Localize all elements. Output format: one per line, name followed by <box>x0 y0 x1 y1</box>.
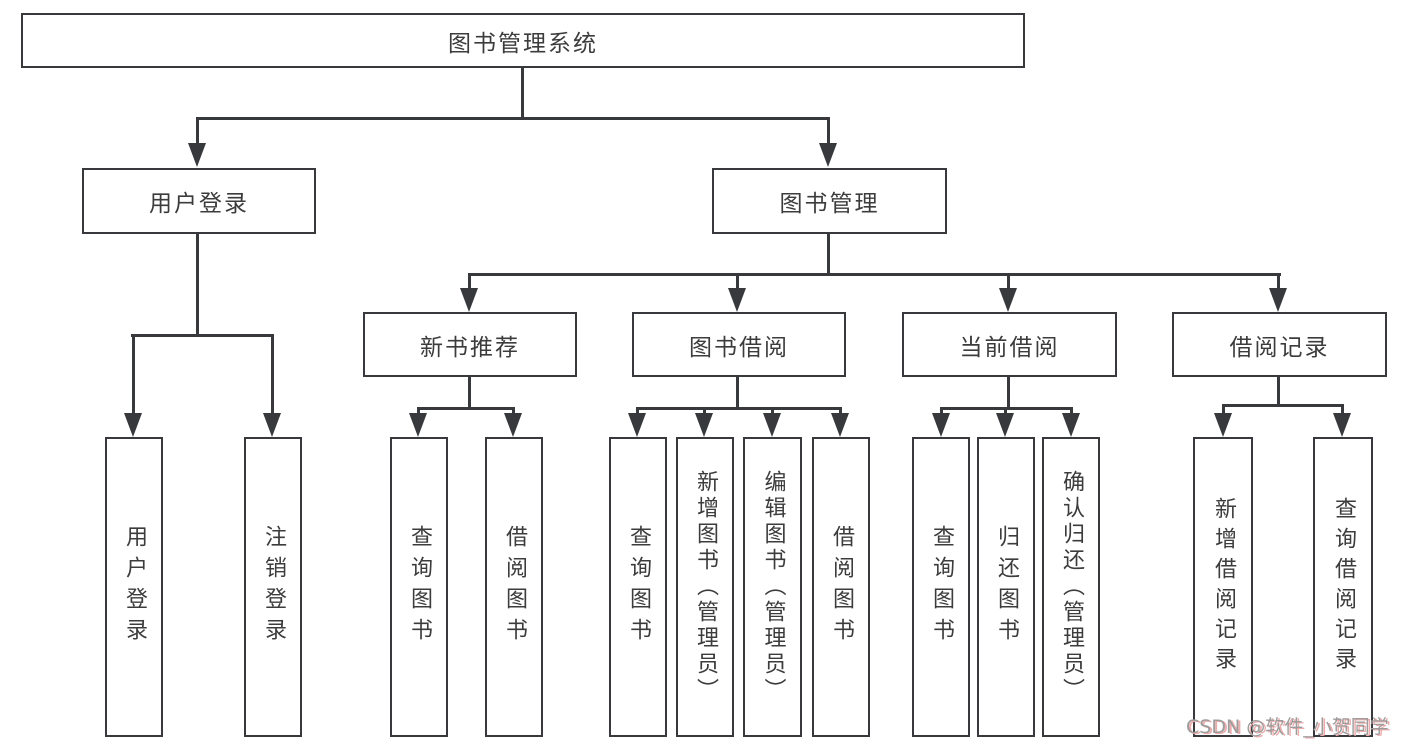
arrowhead-down-icon <box>1062 413 1080 437</box>
watermark: CSDN @软件_小贺同学 <box>1186 716 1389 738</box>
arrowhead-down-icon <box>1269 288 1287 312</box>
arrowhead-down-icon <box>460 288 478 312</box>
branch-line-user-login <box>131 334 274 337</box>
leaf-br-query-record-label: 查询借阅记录 <box>1331 497 1356 677</box>
arrowhead-down-icon <box>409 413 427 437</box>
leaf-nb-borrow-books: 借阅图书 <box>485 437 543 737</box>
leaf-cb-query-books: 查询图书 <box>912 437 970 737</box>
leaf-cb-confirm-return-admin-label: 确认归还（管理员） <box>1059 470 1084 704</box>
connector-to-br-query <box>1341 404 1344 416</box>
connector-to-bb-add <box>703 407 706 416</box>
connector-new-book-stem <box>468 377 471 409</box>
leaf-nb-query-books-label: 查询图书 <box>407 525 432 649</box>
arrowhead-down-icon <box>999 288 1017 312</box>
branch-line-level2 <box>196 117 830 120</box>
connector-to-cb-return <box>1004 407 1007 416</box>
leaf-bb-add-books-admin-label: 新增图书（管理员） <box>693 470 718 704</box>
connector-to-bb-borrow <box>839 407 842 416</box>
node-root-label: 图书管理系统 <box>448 30 598 57</box>
arrowhead-down-icon <box>1214 413 1232 437</box>
connector-to-new-book <box>468 273 471 290</box>
connector-book-management-stem <box>827 233 830 275</box>
node-user-login-label: 用户登录 <box>149 191 249 217</box>
leaf-user-login: 用户登录 <box>105 437 163 737</box>
connector-user-login-stem <box>196 233 199 336</box>
connector-to-leaf-user-login <box>132 334 135 416</box>
leaf-nb-query-books: 查询图书 <box>390 437 448 737</box>
leaf-bb-edit-books-admin-label: 编辑图书（管理员） <box>760 470 786 704</box>
connector-to-borrow-records <box>1277 273 1280 290</box>
leaf-bb-add-books-admin: 新增图书（管理员） <box>676 437 734 737</box>
arrowhead-down-icon <box>932 413 950 437</box>
node-new-book-recommend-label: 新书推荐 <box>420 334 520 361</box>
connector-to-book-management <box>827 117 830 147</box>
arrowhead-down-icon <box>996 413 1014 437</box>
leaf-cb-return-books-label: 归还图书 <box>994 525 1019 649</box>
node-book-borrow: 图书借阅 <box>632 312 846 377</box>
branch-line-borrow-records <box>1222 404 1344 407</box>
leaf-bb-borrow-books-label: 借阅图书 <box>829 525 854 649</box>
leaf-br-query-record: 查询借阅记录 <box>1313 437 1373 737</box>
connector-current-borrow-stem <box>1007 377 1010 409</box>
leaf-bb-query-books-label: 查询图书 <box>626 525 651 649</box>
arrowhead-down-icon <box>628 413 646 437</box>
node-current-borrow-label: 当前借阅 <box>959 334 1060 361</box>
node-book-management: 图书管理 <box>712 168 947 234</box>
connector-to-bb-query <box>636 407 639 416</box>
leaf-user-login-label: 用户登录 <box>122 525 147 649</box>
connector-to-nb-borrow <box>512 407 515 416</box>
arrowhead-down-icon <box>188 143 206 167</box>
leaf-logout: 注销登录 <box>244 437 302 737</box>
leaf-logout-label: 注销登录 <box>261 525 286 649</box>
arrowhead-down-icon <box>504 413 522 437</box>
connector-to-cb-confirm <box>1070 407 1073 416</box>
connector-to-nb-query <box>417 407 420 416</box>
arrowhead-down-icon <box>763 413 781 437</box>
leaf-cb-query-books-label: 查询图书 <box>929 525 954 649</box>
leaf-cb-return-books: 归还图书 <box>977 437 1035 737</box>
connector-to-bb-edit <box>771 407 774 416</box>
leaf-bb-query-books: 查询图书 <box>609 437 667 737</box>
arrowhead-down-icon <box>263 413 281 437</box>
arrowhead-down-icon <box>831 413 849 437</box>
connector-to-br-add <box>1222 404 1225 416</box>
branch-line-current-borrow <box>940 407 1073 410</box>
node-root: 图书管理系统 <box>21 13 1025 68</box>
node-borrow-records-label: 借阅记录 <box>1229 334 1330 361</box>
leaf-bb-borrow-books: 借阅图书 <box>812 437 870 737</box>
leaf-nb-borrow-books-label: 借阅图书 <box>502 525 527 649</box>
node-book-management-label: 图书管理 <box>779 191 880 217</box>
connector-root-stem <box>521 68 524 117</box>
connector-book-borrow-stem <box>736 377 739 409</box>
connector-to-leaf-logout <box>271 334 274 416</box>
arrowhead-down-icon <box>728 288 746 312</box>
leaf-cb-confirm-return-admin: 确认归还（管理员） <box>1042 437 1100 737</box>
connector-to-user-login <box>196 117 199 147</box>
arrowhead-down-icon <box>124 413 142 437</box>
connector-to-current-borrow <box>1007 273 1010 290</box>
node-borrow-records: 借阅记录 <box>1172 312 1387 377</box>
leaf-br-add-record-label: 新增借阅记录 <box>1211 497 1236 677</box>
arrowhead-down-icon <box>819 143 837 167</box>
node-new-book-recommend: 新书推荐 <box>363 312 577 377</box>
leaf-br-add-record: 新增借阅记录 <box>1193 437 1253 737</box>
connector-to-cb-query <box>940 407 943 416</box>
connector-to-book-borrow <box>736 273 739 290</box>
leaf-bb-edit-books-admin: 编辑图书（管理员） <box>743 437 802 737</box>
node-book-borrow-label: 图书借阅 <box>689 334 789 361</box>
branch-line-book-borrow <box>636 407 842 410</box>
branch-line-new-book <box>417 407 515 410</box>
arrowhead-down-icon <box>695 413 713 437</box>
node-user-login: 用户登录 <box>82 168 316 234</box>
connector-borrow-records-stem <box>1277 377 1280 406</box>
arrowhead-down-icon <box>1333 413 1351 437</box>
branch-line-level3 <box>468 273 1281 276</box>
node-current-borrow: 当前借阅 <box>902 312 1117 377</box>
